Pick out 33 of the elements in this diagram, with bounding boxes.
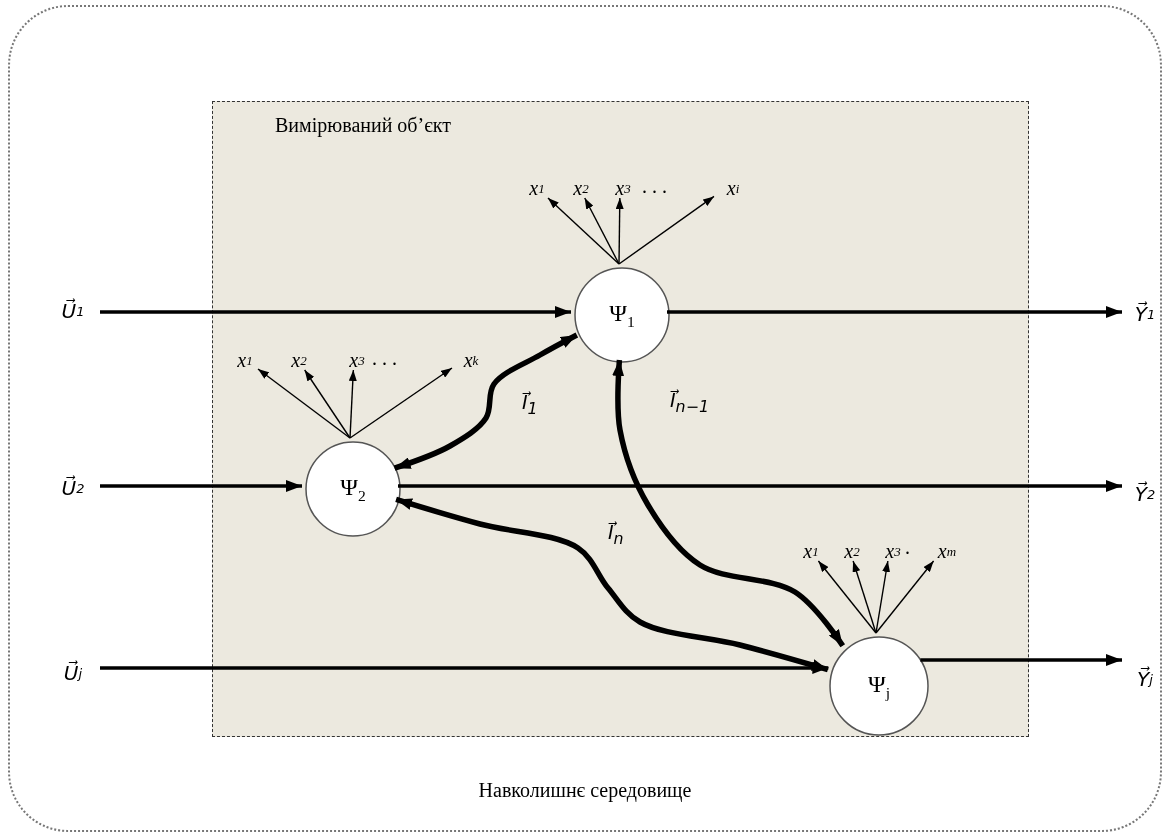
arrow — [817, 560, 877, 634]
arrow — [398, 480, 1122, 492]
arrow — [547, 197, 620, 265]
arrow — [303, 369, 351, 439]
arrow — [257, 368, 351, 439]
dashed-panel — [212, 101, 1029, 737]
node-label: Ψ$_{1}$ — [609, 300, 635, 330]
circle-node — [829, 636, 929, 736]
curved-arrow — [612, 359, 846, 648]
arrow — [615, 197, 624, 265]
arrow — [348, 369, 357, 439]
rounded-frame — [8, 5, 1162, 832]
arrow — [875, 560, 935, 634]
curved-arrow — [393, 332, 579, 471]
arrow — [100, 306, 571, 318]
ellipsis-text: . . . — [642, 176, 667, 196]
ellipsis-text: . — [905, 537, 910, 557]
arrow — [349, 367, 453, 439]
circle-node — [574, 267, 670, 363]
arrow — [618, 195, 715, 265]
frame-title: Навколишнє середовище — [478, 779, 692, 802]
circle-node — [305, 441, 401, 537]
node-label: Ψ$_{j}$ — [867, 671, 891, 701]
arrow — [875, 560, 890, 634]
arrow — [100, 480, 302, 492]
arrow — [852, 560, 877, 634]
node-label: Ψ$_{2}$ — [340, 474, 366, 504]
curved-arrow — [395, 496, 829, 673]
panel-title: Вимірюваний об’єкт — [275, 114, 451, 137]
ellipsis-text: . . . — [372, 348, 397, 368]
arrow — [584, 197, 620, 265]
arrow — [920, 654, 1122, 666]
arrow — [667, 306, 1122, 318]
